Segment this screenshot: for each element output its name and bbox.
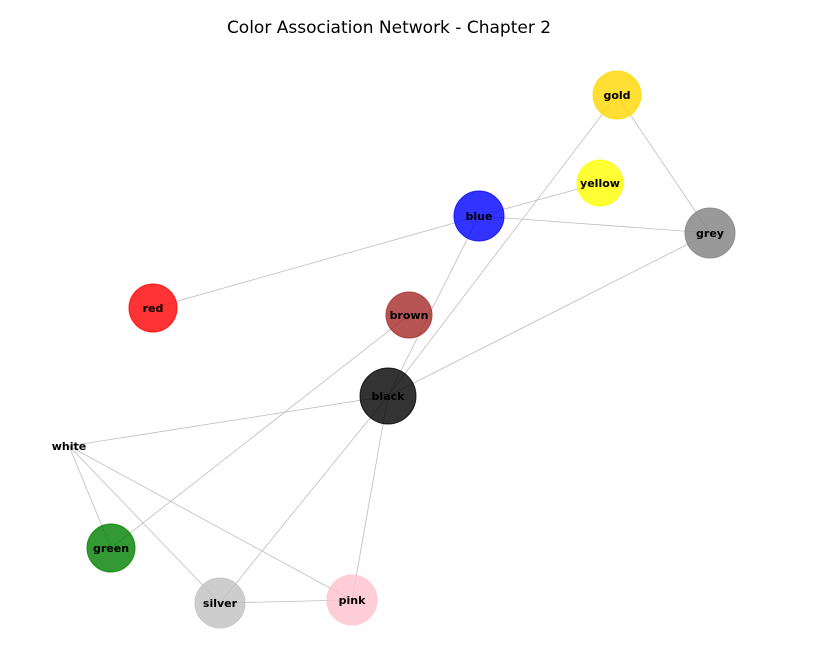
- node-red: red: [128, 283, 178, 333]
- node-circle-green: [86, 523, 136, 573]
- node-black: black: [359, 367, 417, 425]
- node-label-black: black: [372, 390, 406, 403]
- node-label-brown: brown: [390, 309, 429, 322]
- node-label-yellow: yellow: [580, 177, 620, 190]
- edge-black-white: [68, 395, 389, 447]
- node-circle-yellow: [576, 159, 624, 207]
- node-label-red: red: [143, 302, 164, 315]
- edge-black-silver: [219, 395, 389, 604]
- edge-brown-green: [110, 314, 410, 549]
- node-label-pink: pink: [339, 594, 366, 607]
- edge-white-pink: [68, 445, 353, 601]
- edge-blue-grey: [478, 215, 711, 234]
- node-pink: pink: [326, 574, 378, 626]
- node-circle-gold: [592, 70, 642, 120]
- node-white: white: [52, 440, 86, 453]
- node-gold: gold: [592, 70, 642, 120]
- node-label-silver: silver: [203, 597, 238, 610]
- node-circle-blue: [453, 190, 505, 242]
- node-brown: brown: [385, 291, 433, 339]
- node-yellow: yellow: [576, 159, 624, 207]
- node-label-green: green: [93, 542, 129, 555]
- node-blue: blue: [453, 190, 505, 242]
- edge-grey-black: [387, 232, 711, 397]
- node-grey: grey: [684, 207, 736, 259]
- node-green: green: [86, 523, 136, 573]
- node-circle-pink: [326, 574, 378, 626]
- node-circle-brown: [385, 291, 433, 339]
- edge-gold-grey: [616, 94, 711, 234]
- edge-gold-black: [387, 94, 618, 397]
- node-circle-silver: [194, 577, 246, 629]
- node-circle-red: [128, 283, 178, 333]
- diagram-title: Color Association Network - Chapter 2: [227, 18, 551, 38]
- node-silver: silver: [194, 577, 246, 629]
- edges-layer: [68, 94, 711, 604]
- node-label-grey: grey: [696, 227, 724, 240]
- edge-black-pink: [351, 395, 389, 601]
- edge-blue-black: [387, 215, 480, 397]
- nodes-layer: gold yellow blue grey red brown black white gree…: [52, 70, 736, 629]
- node-label-blue: blue: [466, 210, 493, 223]
- node-label-gold: gold: [603, 89, 630, 102]
- node-circle-black: [359, 367, 417, 425]
- node-circle-grey: [684, 207, 736, 259]
- edge-white-silver: [68, 445, 221, 604]
- edge-blue-red: [152, 215, 480, 309]
- node-label-white: white: [52, 440, 86, 453]
